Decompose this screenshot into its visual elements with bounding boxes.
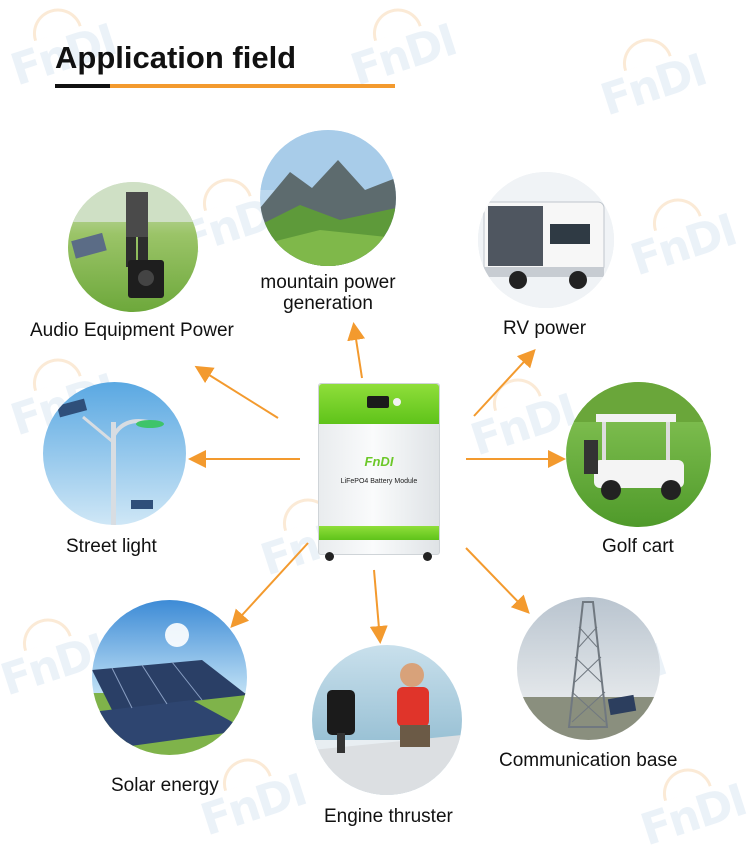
mountain-label-line1: mountain power xyxy=(260,272,396,293)
solar-panels-illustration xyxy=(92,623,247,750)
golf-cart-label: Golf cart xyxy=(602,536,674,557)
street-light-image xyxy=(43,382,186,525)
engine-thruster-label: Engine thruster xyxy=(324,806,453,827)
battery-display-icon xyxy=(367,396,389,408)
battery-module: FnDI LiFePO4 Battery Module xyxy=(318,383,440,561)
power-button-icon xyxy=(393,398,401,406)
solar-energy-image xyxy=(92,600,247,755)
audio-equipment-image xyxy=(68,182,198,312)
mountain-scene-illustration xyxy=(260,130,396,266)
mountain-label-line2: generation xyxy=(283,293,373,314)
street-light-label: Street light xyxy=(66,536,157,557)
arrow-to-solar xyxy=(230,542,309,628)
audio-scene-illustration xyxy=(68,182,198,298)
arrow-to-comm xyxy=(465,547,530,614)
wheel-icon xyxy=(325,552,334,561)
engine-thruster-image xyxy=(312,645,462,795)
rv-image xyxy=(478,172,614,308)
arrow-to-engine xyxy=(369,569,388,644)
mountain-image xyxy=(260,130,396,266)
comm-tower-illustration xyxy=(567,601,637,728)
battery-model-text: LiFePO4 Battery Module xyxy=(340,478,418,485)
title-underline xyxy=(55,84,395,88)
solar-energy-label: Solar energy xyxy=(111,775,219,796)
rv-scene-illustration xyxy=(478,172,614,308)
street-light-illustration xyxy=(56,398,164,525)
page-title: Application field xyxy=(55,40,297,75)
wheel-icon xyxy=(423,552,432,561)
communication-base-image xyxy=(517,597,660,740)
arrow-to-rv xyxy=(473,349,536,417)
battery-brand-logo: FnDI xyxy=(364,454,394,469)
battery-bottom-band xyxy=(319,526,439,540)
golf-cart-image xyxy=(566,382,711,527)
rv-power-label: RV power xyxy=(503,318,587,339)
arrow-to-audio xyxy=(194,365,279,419)
arrow-to-mountain xyxy=(347,322,366,379)
audio-equipment-label: Audio Equipment Power xyxy=(30,320,234,341)
communication-base-label: Communication base xyxy=(499,750,678,771)
boat-engine-illustration xyxy=(312,663,462,795)
golf-cart-illustration xyxy=(566,382,711,500)
